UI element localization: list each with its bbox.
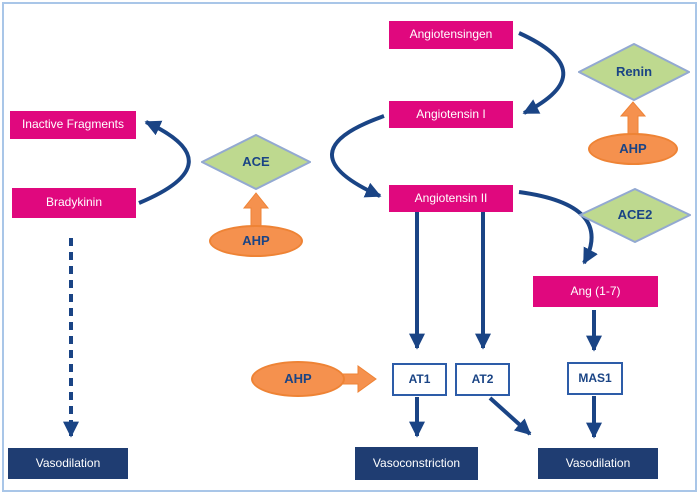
vasodilation-right-box: Vasodilation <box>538 448 658 479</box>
at2-receptor-box: AT2 <box>455 363 510 396</box>
ahp-to-ace-block-arrow <box>242 192 270 227</box>
ace-diamond: ACE <box>201 134 311 190</box>
ahp-ellipse-at1: AHP <box>251 361 345 397</box>
edge-angiotensinogen-to-angiotensin1 <box>518 31 566 115</box>
diamond-shape <box>579 188 691 243</box>
ace2-label: ACE2 <box>617 207 653 223</box>
ahp-to-renin-block-arrow <box>619 101 647 135</box>
ahp-ellipse-renin: AHP <box>588 133 678 165</box>
ahp-ellipse-ace: AHP <box>209 225 303 257</box>
ace2-diamond: ACE2 <box>579 188 691 243</box>
angiotensin1-box: Angiotensin I <box>389 101 513 128</box>
diamond-shape <box>201 134 311 190</box>
vasoconstriction-box: Vasoconstriction <box>355 447 478 480</box>
at1-receptor-box: AT1 <box>392 363 447 396</box>
ahp-to-at1-block-arrow <box>339 365 377 393</box>
renin-diamond: Renin <box>578 43 690 101</box>
bradykinin-box: Bradykinin <box>12 188 136 218</box>
ang17-box: Ang (1-7) <box>533 276 658 307</box>
diamond-shape <box>578 43 690 101</box>
angiotensinogen-box: Angiotensingen <box>389 21 513 49</box>
mas1-receptor-box: MAS1 <box>567 362 623 395</box>
edge-bradykinin-to-inactive-fragments <box>138 120 191 205</box>
edge-angiotensin1-to-angiotensin2 <box>330 114 385 198</box>
ace-label: ACE <box>242 153 270 169</box>
angiotensin2-box: Angiotensin II <box>389 185 513 212</box>
edge-at2-to-vasodilation-right <box>488 396 532 436</box>
renin-label: Renin <box>615 63 653 79</box>
vasodilation-left-box: Vasodilation <box>8 448 128 479</box>
inactive-fragments-box: Inactive Fragments <box>10 111 136 139</box>
